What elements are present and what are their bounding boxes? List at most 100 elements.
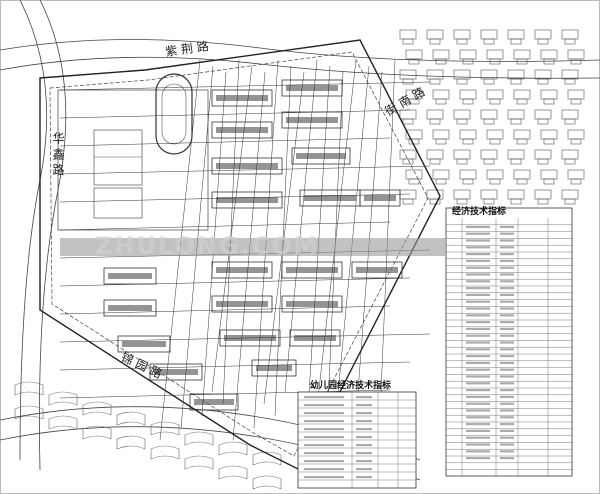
road-label-north: 紫 荆 路 — [164, 38, 209, 59]
villa-yard — [429, 78, 441, 85]
villa-yard — [564, 198, 576, 205]
table-cell-text — [304, 420, 344, 423]
villa-footprint — [432, 169, 450, 180]
table-cell-text — [304, 396, 344, 399]
table-cell-text — [500, 348, 514, 351]
road-label-west: 华 鑫 路 — [51, 132, 65, 177]
villa-yard — [429, 38, 441, 45]
villa-yard — [402, 38, 414, 45]
site-boundary — [39, 39, 441, 471]
villa-yard — [570, 58, 582, 65]
table-cell-text — [500, 327, 514, 330]
housing-block-core — [364, 195, 396, 201]
table-cell-text — [466, 402, 490, 405]
villa-yard — [543, 178, 555, 185]
table-cell-text — [500, 443, 514, 446]
housing-block-core — [216, 95, 268, 101]
villa-footprint — [540, 129, 558, 140]
residential-block — [184, 455, 214, 470]
villa-yard — [570, 138, 582, 145]
table-cell-text — [500, 287, 514, 290]
table-cell-text — [466, 266, 490, 269]
residential-block — [48, 415, 78, 430]
table-cell-text — [466, 375, 490, 378]
villa-yard — [510, 38, 522, 45]
table-cell-text — [466, 280, 490, 283]
housing-block — [281, 261, 343, 279]
housing-block-core — [356, 267, 398, 273]
table-cell-text — [500, 368, 514, 371]
table-cell-text — [466, 423, 490, 426]
table-cell-text — [466, 273, 490, 276]
villa-footprint — [426, 109, 444, 120]
housing-block — [219, 329, 281, 347]
housing-block — [211, 89, 273, 107]
villa-yard — [537, 78, 549, 85]
table-cell-text — [500, 375, 514, 378]
table-cell-text — [466, 382, 490, 385]
residential-block — [218, 441, 248, 456]
kindergarten-table: 幼儿园经济技术指标 — [297, 379, 417, 489]
villa-yard — [456, 78, 468, 85]
villa-yard — [435, 98, 447, 105]
villa-footprint — [399, 69, 417, 80]
residential-block — [150, 421, 180, 436]
table-cell-text — [500, 280, 514, 283]
table-cell-text — [500, 361, 514, 364]
villa-yard — [462, 178, 474, 185]
villa-yard — [402, 198, 414, 205]
villa-yard — [489, 98, 501, 105]
villa-yard — [537, 158, 549, 165]
residential-block — [150, 445, 180, 460]
villa-yard — [462, 58, 474, 65]
villa-yard — [537, 38, 549, 45]
utility-line — [59, 137, 391, 147]
housing-block — [103, 299, 157, 317]
table-cell-text — [466, 287, 490, 290]
housing-block-core — [216, 163, 278, 169]
table-cell-text — [500, 266, 514, 269]
housing-block-core — [108, 305, 152, 311]
villa-footprint — [480, 149, 498, 160]
table-cell-text — [466, 457, 490, 460]
villa-footprint — [567, 169, 585, 180]
villa-footprint — [486, 49, 504, 60]
villa-footprint — [561, 149, 579, 160]
table-cell-text — [466, 355, 490, 358]
table-cell-text — [356, 444, 372, 447]
villa-footprint — [513, 49, 531, 60]
table-cell-text — [500, 293, 514, 296]
housing-block — [281, 79, 343, 97]
table-cell-text — [500, 382, 514, 385]
site-technical-table: 经济技术指标 — [445, 205, 573, 477]
residential-block — [218, 465, 248, 480]
housing-block-core — [286, 117, 338, 123]
residential-block — [14, 405, 44, 420]
running-track — [155, 73, 193, 155]
villa-footprint — [432, 89, 450, 100]
table-cell-text — [466, 321, 490, 324]
residential-block — [82, 401, 112, 416]
housing-block — [291, 147, 351, 165]
villa-footprint — [534, 109, 552, 120]
table-cell-text — [304, 444, 344, 447]
table-cell-text — [304, 436, 344, 439]
utility-network — [59, 59, 431, 441]
housing-block — [103, 267, 157, 285]
table-cell-text — [356, 428, 372, 431]
housing-block-core — [108, 273, 152, 279]
table-cell-text — [466, 293, 490, 296]
table-cell-text — [500, 232, 514, 235]
table-cell-text — [466, 368, 490, 371]
villa-yard — [435, 138, 447, 145]
housing-block — [211, 157, 283, 175]
villa-footprint — [459, 49, 477, 60]
table-cell-text — [466, 239, 490, 242]
villa-footprint — [459, 89, 477, 100]
table-cell-text — [500, 389, 514, 392]
table-cell-text — [466, 389, 490, 392]
villa-yard — [510, 158, 522, 165]
housing-block — [149, 363, 203, 381]
villa-yard — [483, 198, 495, 205]
housing-block-core — [154, 369, 198, 375]
